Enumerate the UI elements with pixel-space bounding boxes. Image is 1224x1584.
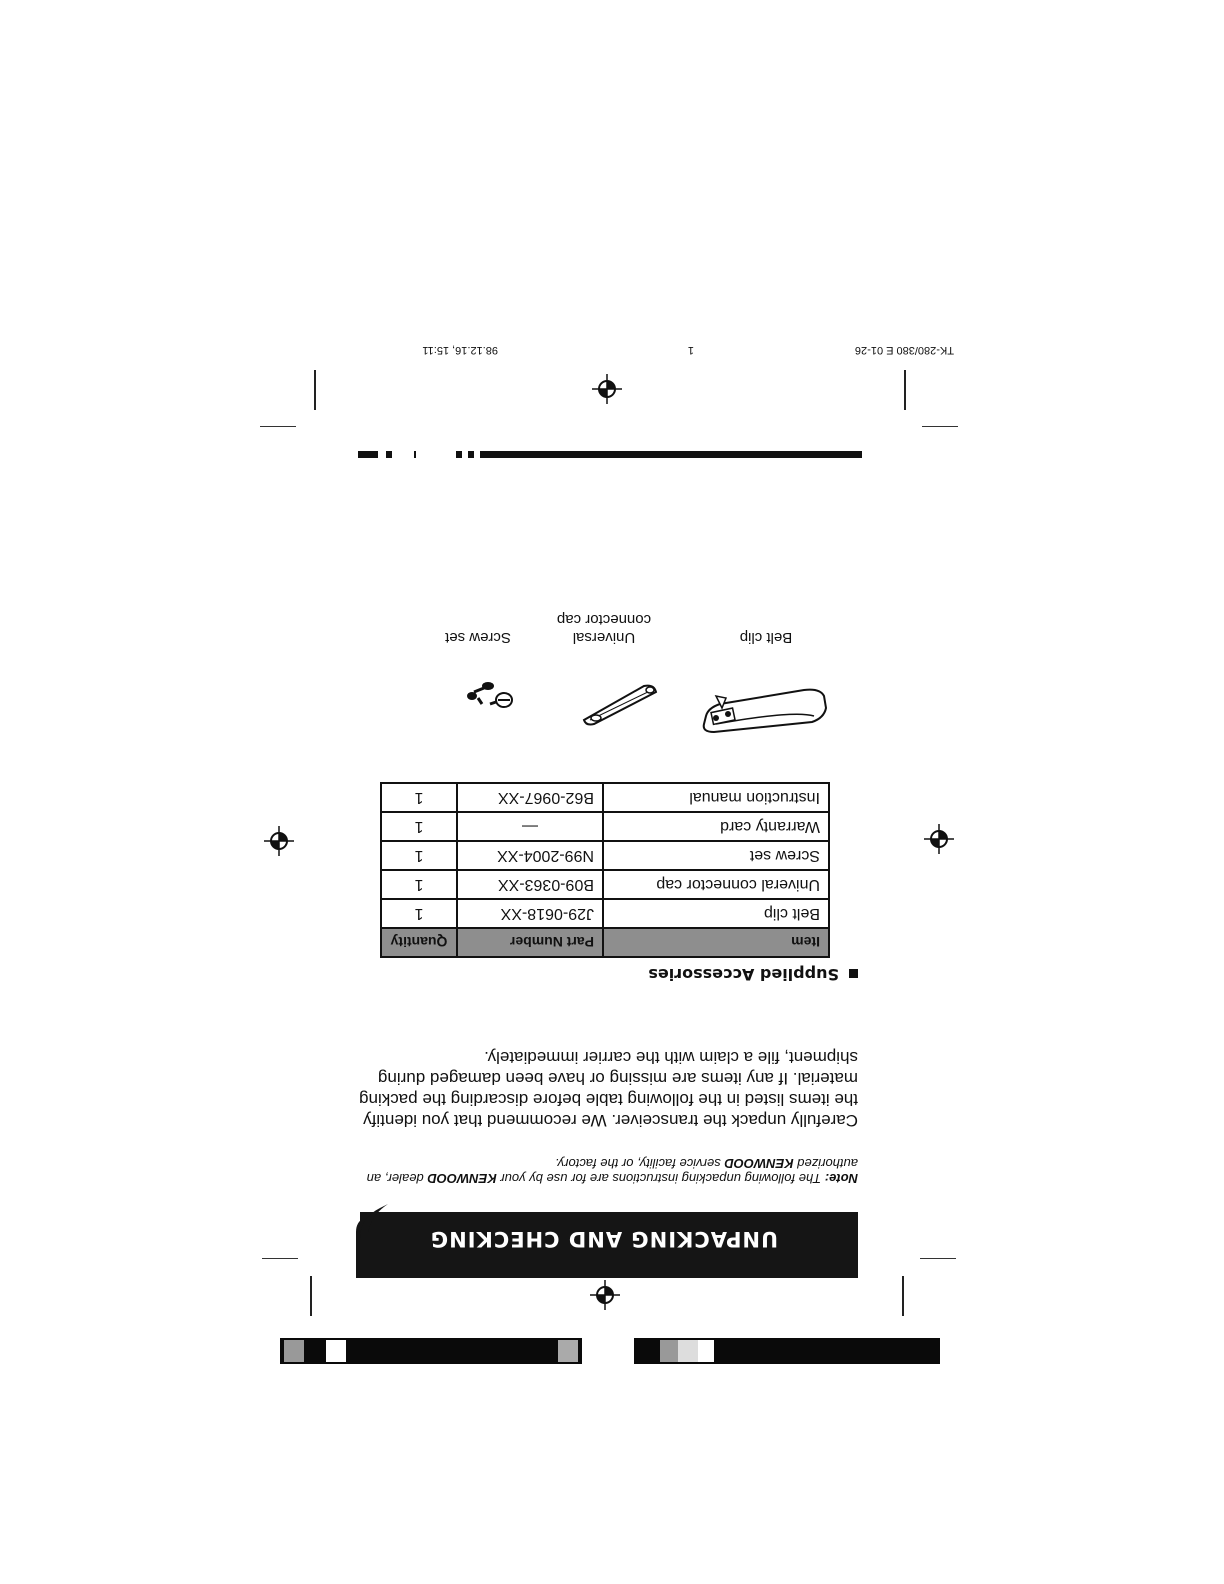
crop-mark [920, 1258, 956, 1259]
slug-page-number: 1 [687, 344, 694, 356]
caption-line: connector cap [556, 611, 652, 628]
table-header-row: Item Part Number Quantity [381, 928, 829, 957]
registration-mark-icon [592, 374, 622, 404]
part-number-cell: J29-0618-XX [457, 899, 603, 928]
crop-mark [922, 426, 958, 427]
note-text: The following unpacking instructions are… [500, 1171, 822, 1186]
note-text: service facility, or the factory. [555, 1156, 721, 1171]
crop-mark [262, 1258, 298, 1259]
registration-mark-icon [264, 826, 294, 856]
color-bar-right [280, 1338, 582, 1364]
bullet-square-icon [849, 969, 858, 978]
section-heading: Supplied Accessories [648, 965, 858, 984]
column-header: Quantity [381, 928, 457, 957]
section-banner: UNPACKING AND CHECKING EQUIPMENT [356, 1149, 858, 1278]
item-cell: Univeral connector cap [603, 870, 829, 899]
part-number-cell: — [457, 812, 603, 841]
item-cell: Warranty card [603, 812, 829, 841]
note: Note: The following unpacking instructio… [358, 1156, 858, 1186]
part-number-cell: B09-0363-XX [457, 870, 603, 899]
slug-file: TK-280/380 E 01-26 [854, 344, 954, 356]
slug-date: 98.12.16, 15:11 [422, 344, 498, 356]
page-title: UNPACKING AND CHECKING EQUIPMENT [429, 1149, 779, 1251]
column-header: Part Number [457, 928, 603, 957]
part-number-cell: N99-2004-XX [457, 841, 603, 870]
table-row: Belt clip J29-0618-XX 1 [381, 899, 829, 928]
registration-mark-icon [590, 1280, 620, 1310]
section-title: Supplied Accessories [648, 965, 839, 984]
column-header: Item [603, 928, 829, 957]
crop-mark [902, 1276, 904, 1316]
crop-mark [310, 1276, 312, 1316]
table-row: Warranty card — 1 [381, 812, 829, 841]
quantity-cell: 1 [381, 870, 457, 899]
screw-set-icon [467, 682, 513, 708]
note-brand: KENWOOD [724, 1156, 794, 1171]
belt-clip-caption: Belt clip [739, 629, 793, 646]
item-cell: Screw set [603, 841, 829, 870]
crop-mark [314, 370, 316, 410]
instructions-paragraph: Carefully unpack the transceiver. We rec… [359, 1048, 858, 1130]
crop-mark [904, 370, 906, 410]
part-number-cell: B62-0967-XX [457, 783, 603, 812]
connector-cap-caption: Universal connector cap [524, 610, 684, 646]
quantity-cell: 1 [381, 812, 457, 841]
belt-clip-icon [702, 688, 828, 734]
crop-mark [260, 426, 296, 427]
table-row: Univeral connector cap B09-0363-XX 1 [381, 870, 829, 899]
quantity-cell: 1 [381, 841, 457, 870]
note-label: Note: [824, 1171, 858, 1186]
color-bar-left [634, 1338, 940, 1364]
decorative-marks [358, 451, 862, 458]
screw-set-caption: Screw set [445, 629, 511, 646]
item-cell: Instruction manual [603, 783, 829, 812]
table-row: Instruction manual B62-0967-XX 1 [381, 783, 829, 812]
registration-mark-icon [924, 824, 954, 854]
note-brand: KENWOOD [427, 1171, 497, 1186]
caption-line: Universal [572, 629, 636, 646]
accessories-table: Item Part Number Quantity Belt clip J29-… [380, 782, 830, 958]
table-row: Screw set N99-2004-XX 1 [381, 841, 829, 870]
quantity-cell: 1 [381, 899, 457, 928]
connector-cap-icon [582, 684, 658, 726]
quantity-cell: 1 [381, 783, 457, 812]
item-cell: Belt clip [603, 899, 829, 928]
